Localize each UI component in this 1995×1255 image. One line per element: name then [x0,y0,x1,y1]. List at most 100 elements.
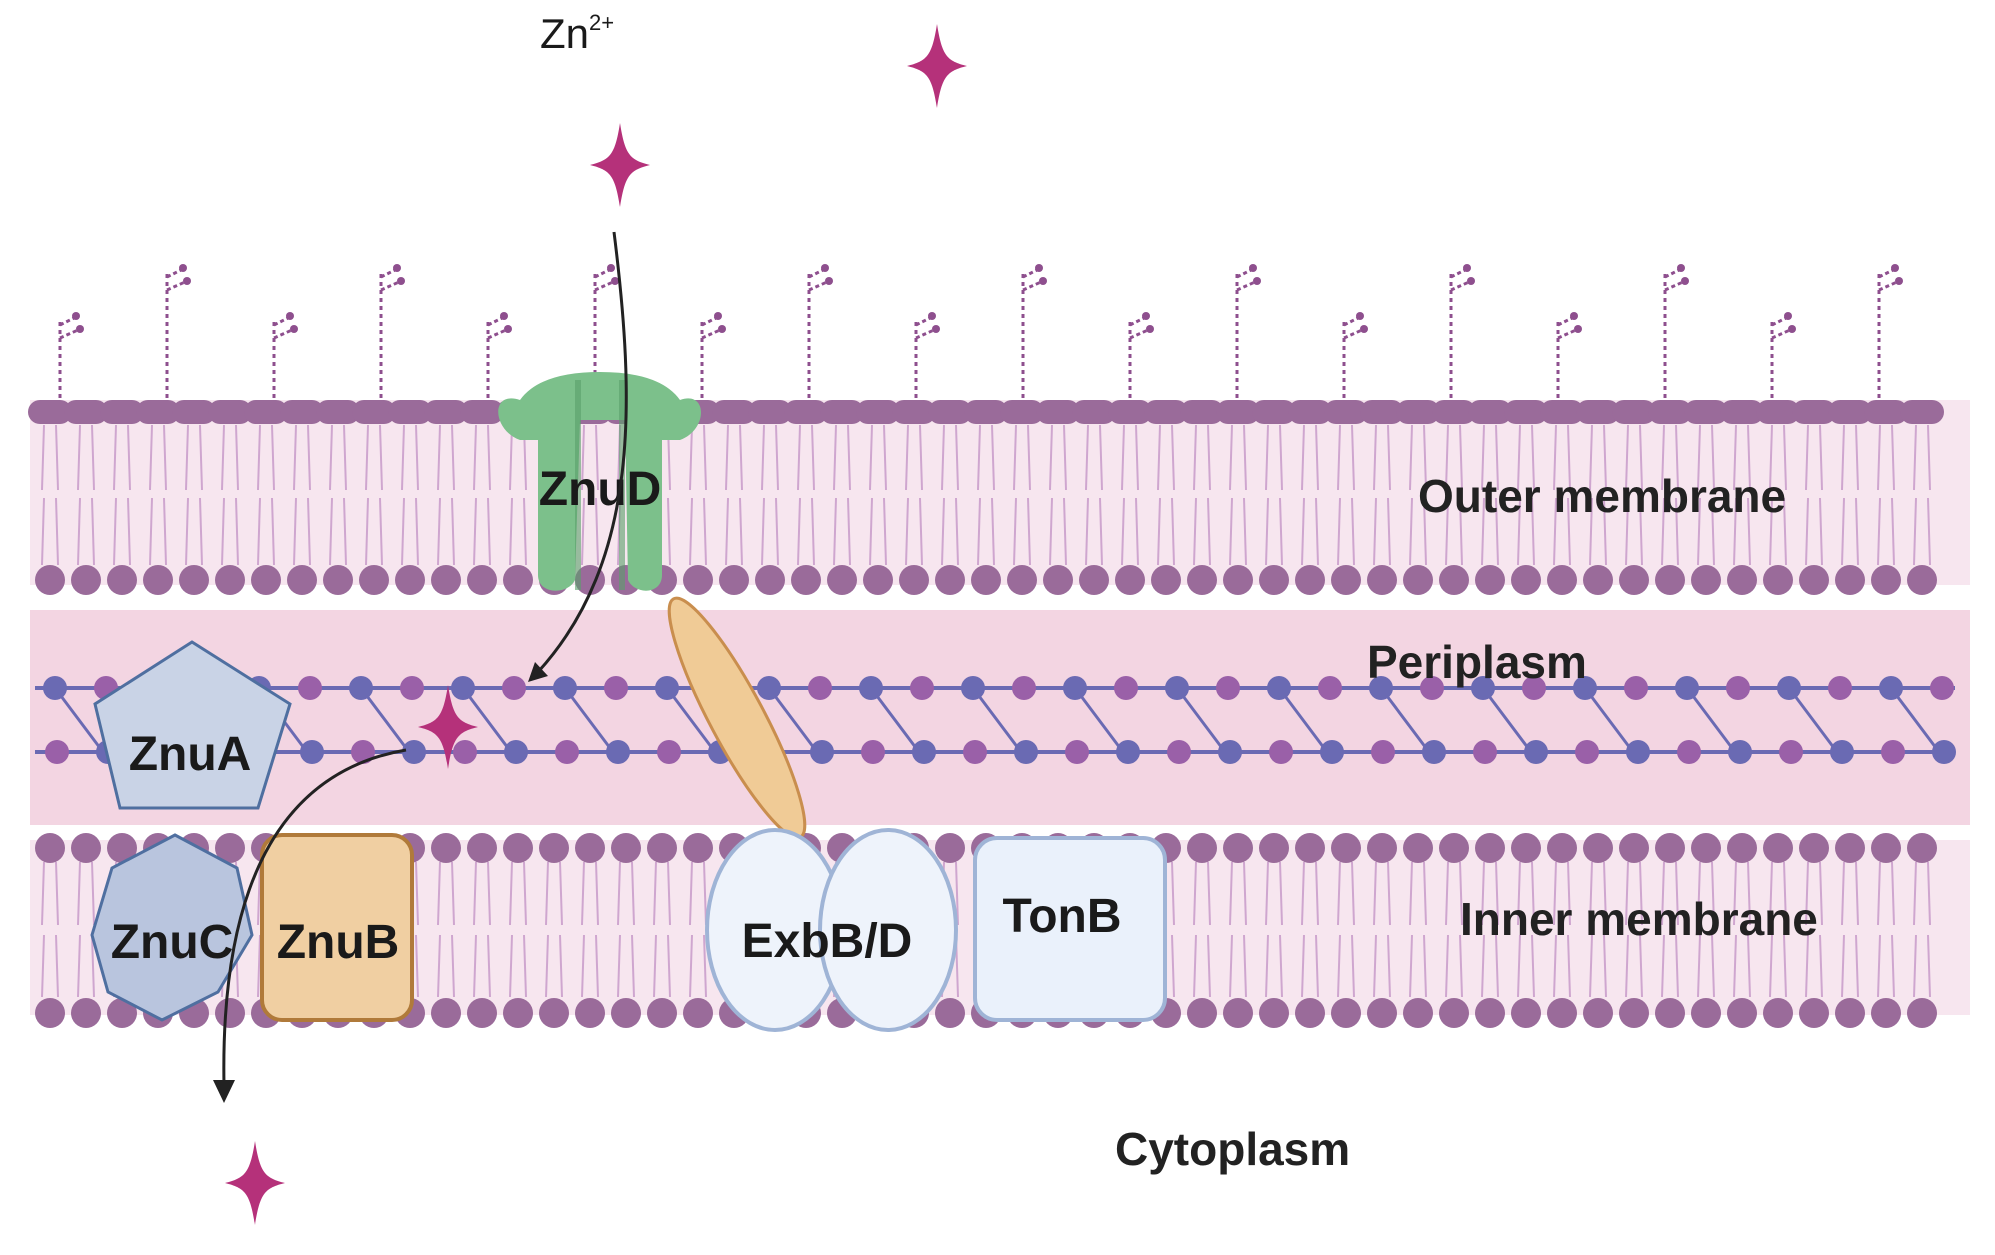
peptide-crosslink [1481,687,1533,753]
lipid-head [755,565,785,595]
lipid-head [1907,998,1937,1028]
lps-layer [58,264,1903,398]
lipid-head [35,998,65,1028]
tonb-protein: TonB [973,836,1167,1022]
exbbd-protein: ExbB/D [705,828,958,1032]
lipid-head [431,833,461,863]
lipid-head [1439,998,1469,1028]
lipid-head [28,400,72,424]
lipid-head [1396,400,1440,424]
lipid-head [1223,565,1253,595]
glycan-node [1932,740,1956,764]
glycan-node [553,676,577,700]
lipid-head [467,565,497,595]
lipid-head [1691,565,1721,595]
lipid-head [1576,400,1620,424]
lipid-head [280,400,324,424]
glycan-node [1165,676,1189,700]
glycan-node [351,740,375,764]
zinc-ion-icon [590,123,650,207]
import-arrow-outer [536,231,628,674]
lipid-head [1900,400,1944,424]
lipid-head [863,565,893,595]
znud-protein: ZnuD [498,372,701,591]
lipid-head [1331,998,1361,1028]
lipid-head [1828,400,1872,424]
exbbd-label: ExbB/D [742,915,913,968]
peptide-crosslink [53,687,105,753]
lipid-head [215,833,245,863]
glycan-node [1318,676,1342,700]
glycan-node [757,676,781,700]
lipid-head [215,565,245,595]
glycan-node [1626,740,1650,764]
znud-label: ZnuD [539,463,662,516]
lipid-head [1763,833,1793,863]
periplasm-label: Periplasm [1367,636,1587,688]
peptide-crosslink [665,687,717,753]
lipid-head [503,565,533,595]
lipid-head [323,565,353,595]
lipid-head [359,565,389,595]
lipid-head [1799,998,1829,1028]
lipid-head [1180,400,1224,424]
glycan-node [1677,740,1701,764]
lipid-head [935,998,965,1028]
lipid-head [1655,565,1685,595]
glycan-node [808,676,832,700]
glycan-node [298,676,322,700]
lipid-head [1684,400,1728,424]
lipid-head [575,998,605,1028]
lipid-head [1756,400,1800,424]
lipid-head [71,833,101,863]
lipid-head [539,833,569,863]
glycan-node [810,740,834,764]
lipid-head [1871,565,1901,595]
lipid-head [1295,998,1325,1028]
lipid-head [1720,400,1764,424]
outer-membrane-background [30,400,1970,585]
glycan-node [1218,740,1242,764]
lipid-head [820,400,864,424]
lipid-head [1223,833,1253,863]
glycan-node [1726,676,1750,700]
glycan-node [502,676,526,700]
lipid-head [1072,400,1116,424]
lipid-head [1108,400,1152,424]
peptide-crosslink [359,687,411,753]
lipid-head [1727,565,1757,595]
lipid-head [1763,565,1793,595]
lipid-head [856,400,900,424]
lipid-head [1360,400,1404,424]
lipid-head [1547,833,1577,863]
lipid-head [611,833,641,863]
znub-label: ZnuB [277,916,400,969]
lipid-head [1864,400,1908,424]
lipid-head [1475,998,1505,1028]
lipid-head [1871,998,1901,1028]
peptide-crosslink [1277,687,1329,753]
lipid-head [136,400,180,424]
lipid-head [892,400,936,424]
lipid-head [1655,833,1685,863]
glycan-node [402,740,426,764]
lipid-head [172,400,216,424]
periplasm-background [30,610,1970,825]
lipid-head [71,565,101,595]
lipid-head [1259,998,1289,1028]
lipid-head [1331,833,1361,863]
lipid-head [1043,565,1073,595]
lipid-head [1187,998,1217,1028]
glycan-node [1573,676,1597,700]
glycan-node [1777,676,1801,700]
lipid-head [1367,833,1397,863]
peptide-crosslink [1787,687,1839,753]
ion-label: Zn2+ [540,10,614,57]
lipid-head [107,833,137,863]
glycan-node [963,740,987,764]
lipid-head [683,998,713,1028]
lipid-head [1367,998,1397,1028]
lipid-head [1403,565,1433,595]
lipid-head [827,565,857,595]
